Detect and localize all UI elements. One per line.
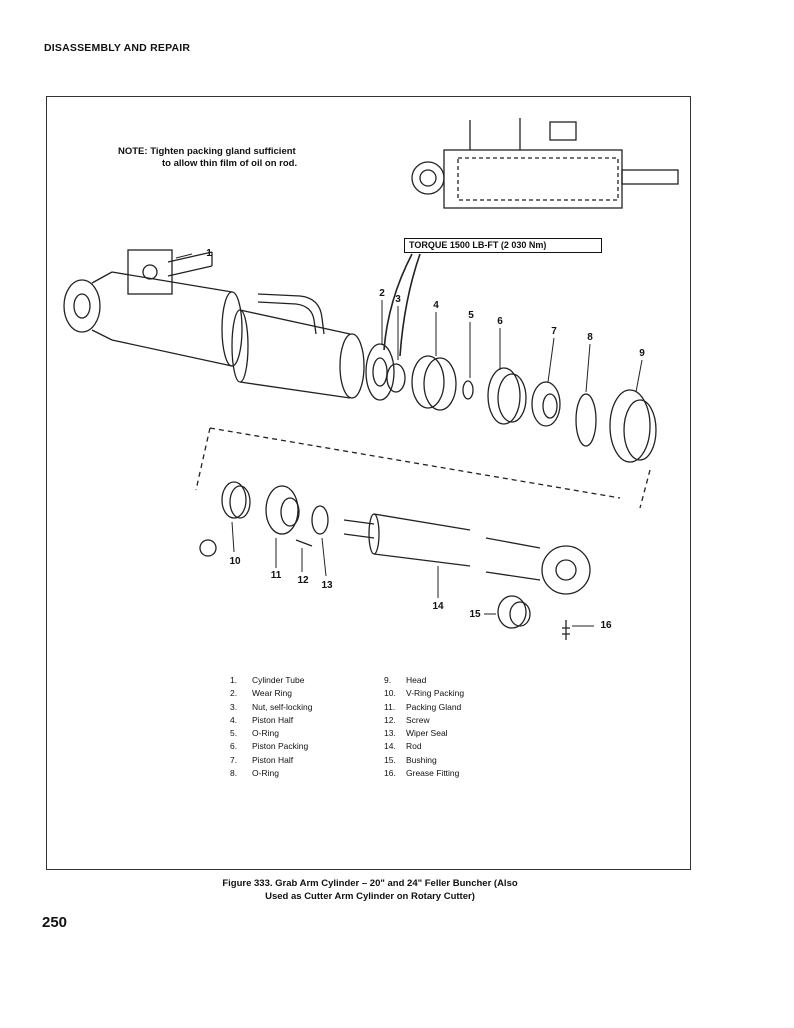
callout-12: 12 <box>297 575 309 586</box>
legend-item: 2.Wear Ring <box>230 688 292 699</box>
callout-14: 14 <box>432 601 444 612</box>
figure-frame <box>46 96 691 870</box>
legend-item: 9.Head <box>384 675 427 685</box>
cylinder-tube <box>63 249 243 367</box>
section-header: DISASSEMBLY AND REPAIR <box>44 42 191 54</box>
legend-item: 3.Nut, self-locking <box>230 701 313 712</box>
page-number: 250 <box>42 914 68 931</box>
callout-3: 3 <box>395 294 401 305</box>
legend-item: 16.Grease Fitting <box>384 768 460 779</box>
note-line-1: NOTE: Tighten packing gland sufficient <box>118 146 296 157</box>
legend-item: 14.Rod <box>384 741 422 752</box>
callout-9: 9 <box>639 348 645 359</box>
legend-item: 15.Bushing <box>384 754 437 765</box>
callout-10: 10 <box>229 556 241 567</box>
caption-line-1: Figure 333. Grab Arm Cylinder – 20" and … <box>222 878 518 889</box>
legend-item: 1.Cylinder Tube <box>230 675 305 685</box>
legend-item: 10.V-Ring Packing <box>384 688 465 699</box>
callout-13: 13 <box>321 580 333 591</box>
assembled-cylinder-inset <box>411 118 679 209</box>
legend-item: 4.Piston Half <box>230 714 294 725</box>
legend-item: 7.Piston Half <box>230 754 294 765</box>
callout-6: 6 <box>497 316 503 327</box>
callout-2: 2 <box>379 288 385 299</box>
callout-11: 11 <box>270 570 282 581</box>
torque-spec-box: TORQUE 1500 LB-FT (2 030 Nm) <box>404 238 602 253</box>
parts-legend-right: 9.Head 10.V-Ring Packing 11.Packing Glan… <box>384 674 464 780</box>
callout-4: 4 <box>433 300 439 311</box>
callout-8: 8 <box>587 332 593 343</box>
caption-line-2: Used as Cutter Arm Cylinder on Rotary Cu… <box>265 891 475 902</box>
rod <box>343 513 591 595</box>
callout-16: 16 <box>600 620 612 631</box>
tube-continuation <box>231 293 365 399</box>
legend-item: 5.O-Ring <box>230 728 279 739</box>
legend-item: 12.Screw <box>384 714 430 725</box>
legend-item: 13.Wiper Seal <box>384 728 448 739</box>
callout-5: 5 <box>468 310 474 321</box>
legend-item: 11.Packing Gland <box>384 701 462 712</box>
note-line-2: to allow thin film of oil on rod. <box>162 158 298 169</box>
callout-1: 1 <box>206 248 212 259</box>
callout-7: 7 <box>551 326 557 337</box>
callout-15: 15 <box>469 609 481 620</box>
legend-item: 8.O-Ring <box>230 768 279 779</box>
parts-legend-left: 1.Cylinder Tube 2.Wear Ring 3.Nut, self-… <box>230 674 312 780</box>
figure-caption: Figure 333. Grab Arm Cylinder – 20" and … <box>150 877 590 903</box>
legend-item: 6.Piston Packing <box>230 741 309 752</box>
assembly-note: NOTE: Tighten packing gland sufficient t… <box>118 146 297 170</box>
